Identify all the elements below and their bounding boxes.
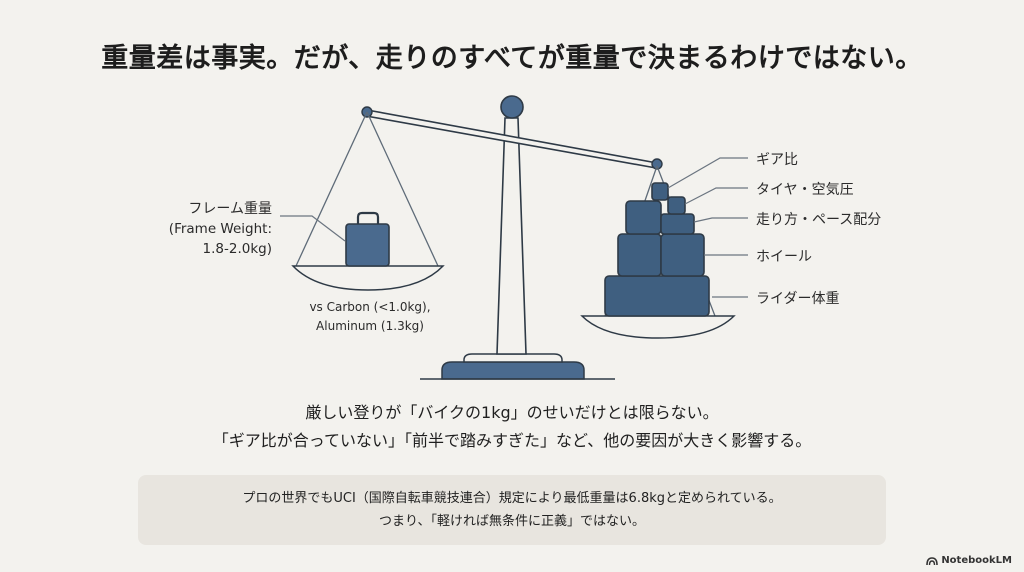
frame-weight-en-2: 1.8-2.0kg) (202, 241, 272, 257)
note-line-1: プロの世界でもUCI（国際自転車競技連合）規定により最低重量は6.8kgと定めら… (242, 491, 782, 506)
factor-tire-pressure: タイヤ・空気圧 (756, 182, 854, 198)
note-box: プロの世界でもUCI（国際自転車競技連合）規定により最低重量は6.8kgと定めら… (138, 475, 886, 545)
frame-weight-jp: フレーム重量 (188, 201, 272, 217)
weight-icon (345, 211, 390, 267)
block-rider-weight (604, 275, 710, 317)
comparison-carbon: vs Carbon (<1.0kg), (309, 300, 431, 314)
block-wheel-left (617, 233, 662, 277)
body-line-1: 厳しい登りが「バイクの1kg」のせいだけとは限らない。 (305, 403, 719, 422)
block-tire-pressure (667, 196, 686, 215)
frame-weight-en-1: (Frame Weight: (168, 221, 272, 237)
factor-gear-ratio: ギア比 (756, 152, 798, 168)
brand-name: NotebookLM (941, 555, 1012, 566)
frame-weight-label: フレーム重量 (Frame Weight: 1.8-2.0kg) (140, 199, 272, 259)
material-comparison: vs Carbon (<1.0kg), Aluminum (1.3kg) (290, 298, 450, 336)
factor-riding-style: 走り方・ペース配分 (756, 212, 882, 228)
scale-pillar (496, 117, 527, 355)
scale-base (420, 353, 615, 380)
notebooklm-branding: NotebookLM (926, 555, 1012, 566)
notebooklm-logo-icon (926, 557, 939, 565)
block-wheel-right (660, 233, 705, 277)
page-title: 重量差は事実。だが、走りのすべてが重量で決まるわけではない。 (101, 43, 923, 74)
note-line-2: つまり、「軽ければ無条件に正義」ではない。 (379, 514, 645, 529)
comparison-aluminum: Aluminum (1.3kg) (316, 319, 424, 333)
factor-wheel: ホイール (756, 249, 812, 265)
right-pan (580, 157, 748, 339)
left-pan (280, 111, 445, 291)
factor-rider-weight: ライダー体重 (756, 291, 840, 307)
body-line-2: 「ギア比が合っていない」「前半で踏みすぎた」など、他の要因が大きく影響する。 (212, 431, 812, 450)
block-gear-ratio (651, 182, 669, 201)
block-riding-style-left (625, 200, 662, 235)
block-riding-style-right (660, 213, 695, 235)
